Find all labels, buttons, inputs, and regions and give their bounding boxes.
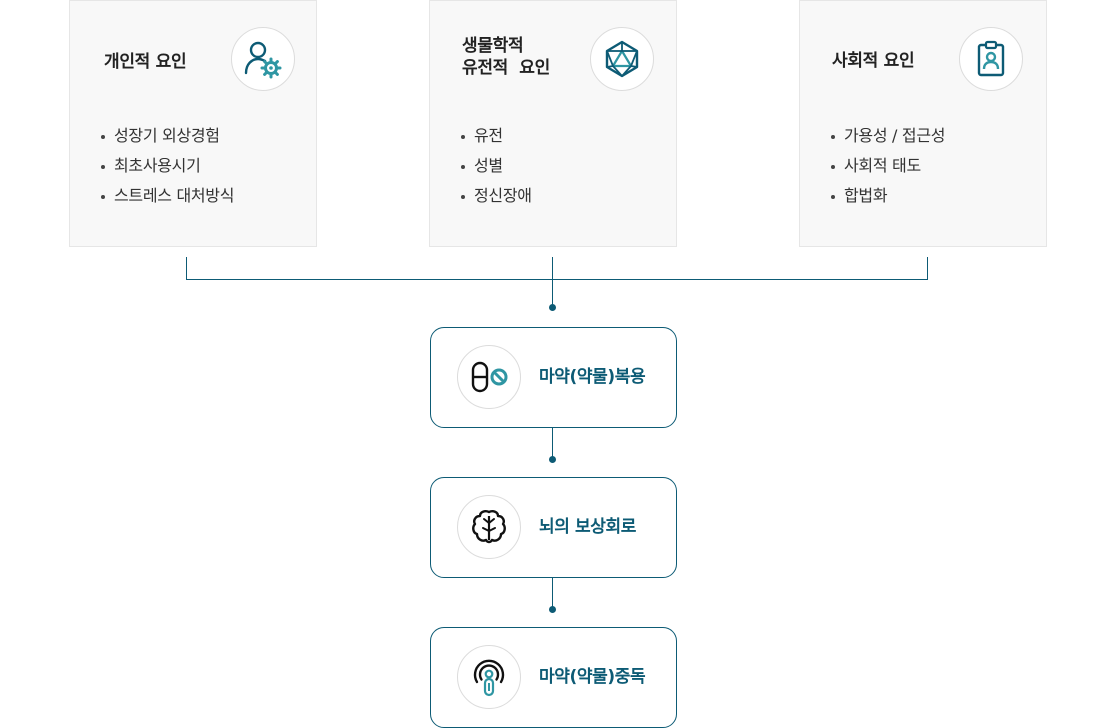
brain-icon (457, 495, 521, 559)
polyhedron-icon (590, 27, 654, 91)
list-item: 최초사용시기 (100, 151, 234, 181)
connector-dot (549, 606, 556, 613)
factor-list: 성장기 외상경험 최초사용시기 스트레스 대처방식 (100, 121, 234, 211)
id-badge-icon (959, 27, 1023, 91)
person-gear-icon (231, 27, 295, 91)
step-brain-reward: 뇌의 보상회로 (430, 477, 677, 578)
factor-list: 가용성 / 접근성 사회적 태도 합법화 (830, 121, 945, 211)
card-title: 개인적 요인 (104, 52, 187, 72)
list-item: 성별 (460, 151, 532, 181)
factor-list: 유전 성별 정신장애 (460, 121, 532, 211)
step-drug-use: 마약(약물)복용 (430, 327, 677, 428)
connector-horizontal (186, 279, 928, 280)
card-title-line1: 생물학적 (462, 36, 524, 56)
factor-card-biological: 생물학적 유전적 요인 유전 성별 정신장애 (429, 0, 677, 247)
factor-card-social: 사회적 요인 가용성 / 접근성 사회적 태도 합법화 (799, 0, 1047, 247)
connector-dot (549, 304, 556, 311)
connector-dot (549, 456, 556, 463)
list-item: 정신장애 (460, 181, 532, 211)
list-item: 성장기 외상경험 (100, 121, 234, 151)
list-item: 합법화 (830, 181, 945, 211)
factor-card-personal: 개인적 요인 성장기 외상경험 최초사용시기 스트레스 대처방식 (69, 0, 317, 247)
list-item: 유전 (460, 121, 532, 151)
card-title: 사회적 요인 (832, 51, 915, 71)
pill-prohibited-icon (457, 345, 521, 409)
addiction-target-icon (457, 645, 521, 709)
step-label: 뇌의 보상회로 (539, 517, 636, 537)
list-item: 스트레스 대처방식 (100, 181, 234, 211)
connector-right-drop (927, 257, 928, 279)
connector-step1-step2 (552, 428, 553, 459)
step-label: 마약(약물)중독 (539, 667, 646, 687)
connector-center-drop (552, 257, 553, 307)
card-title-line2: 유전적 요인 (462, 58, 550, 78)
connector-left-drop (186, 257, 187, 279)
card-title: 생물학적 유전적 요인 (462, 35, 550, 79)
step-addiction: 마약(약물)중독 (430, 627, 677, 728)
connector-step2-step3 (552, 578, 553, 609)
list-item: 사회적 태도 (830, 151, 945, 181)
step-label: 마약(약물)복용 (539, 367, 646, 387)
list-item: 가용성 / 접근성 (830, 121, 945, 151)
